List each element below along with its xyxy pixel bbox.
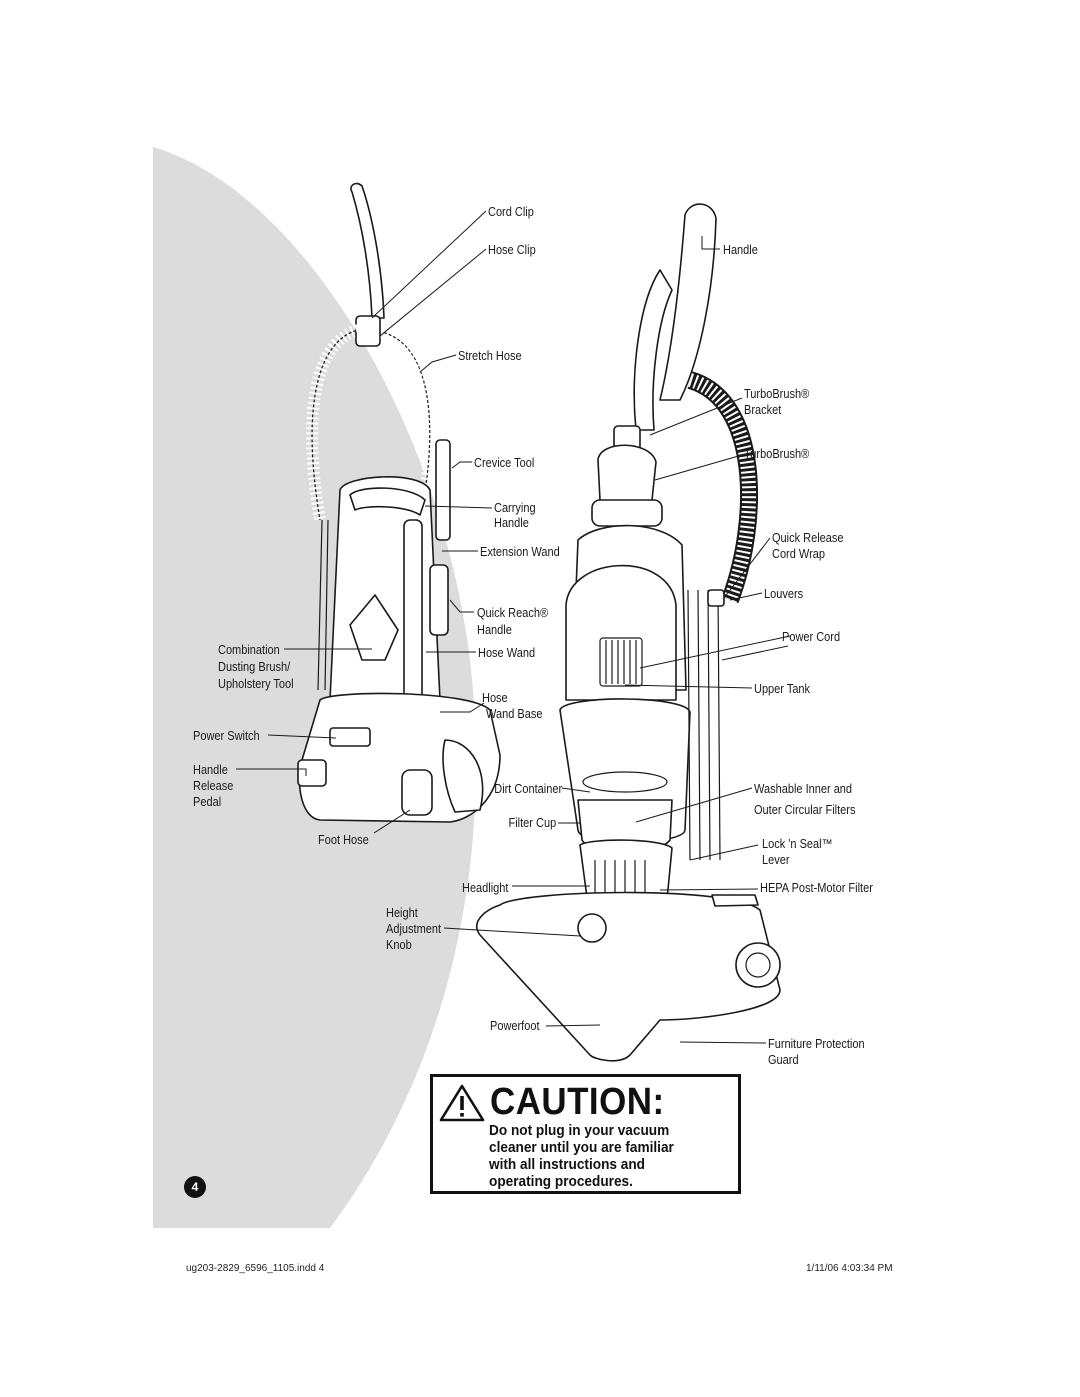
label-height-3: Knob bbox=[386, 938, 412, 952]
label-height-1: Height bbox=[386, 906, 418, 920]
warning-triangle-icon bbox=[439, 1084, 485, 1122]
caution-box: CAUTION: Do not plug in your vacuum clea… bbox=[430, 1074, 741, 1194]
label-turbobrush-bracket-2: Bracket bbox=[744, 403, 782, 417]
footer-filename: ug203-2829_6596_1105.indd 4 bbox=[186, 1263, 325, 1274]
label-turbobrush: TurboBrush® bbox=[744, 447, 810, 461]
leader-lines bbox=[236, 210, 791, 1044]
label-hose-wand-base-1: Hose bbox=[482, 691, 508, 705]
label-combination-2: Dusting Brush/ bbox=[218, 660, 291, 674]
label-combination-1: Combination bbox=[218, 643, 280, 657]
label-powerfoot: Powerfoot bbox=[490, 1019, 540, 1033]
label-louvers: Louvers bbox=[764, 587, 804, 601]
label-hepa: HEPA Post-Motor Filter bbox=[760, 881, 873, 895]
page-number: 4 bbox=[184, 1176, 206, 1198]
label-quick-release-1: Quick Release bbox=[772, 531, 844, 545]
label-hose-clip: Hose Clip bbox=[488, 243, 536, 257]
background-shape bbox=[153, 147, 476, 1228]
label-handle-release-1: Handle bbox=[193, 763, 228, 777]
label-upper-tank: Upper Tank bbox=[754, 682, 811, 696]
label-headlight: Headlight bbox=[462, 881, 509, 895]
label-carrying-handle-1: Carrying bbox=[494, 501, 536, 515]
label-quick-release-2: Cord Wrap bbox=[772, 547, 825, 561]
label-handle-release-3: Pedal bbox=[193, 795, 222, 809]
label-quick-reach-2: Handle bbox=[477, 623, 512, 637]
label-hose-wand: Hose Wand bbox=[478, 646, 536, 660]
label-dirt-container: Dirt Container bbox=[494, 782, 562, 796]
label-hose-wand-base-2: Wand Base bbox=[486, 707, 543, 721]
label-turbobrush-bracket-1: TurboBrush® bbox=[744, 387, 810, 401]
caution-line-3: with all instructions and bbox=[489, 1157, 646, 1173]
label-furniture-2: Guard bbox=[768, 1053, 799, 1067]
label-carrying-handle-2: Handle bbox=[494, 516, 529, 530]
label-combination-3: Upholstery Tool bbox=[218, 677, 294, 691]
rear-view-vacuum bbox=[297, 182, 501, 823]
footer-timestamp: 1/11/06 4:03:34 PM bbox=[806, 1263, 893, 1274]
label-extension-wand: Extension Wand bbox=[480, 545, 560, 559]
caution-text: Do not plug in your vacuum cleaner until… bbox=[489, 1123, 739, 1191]
label-furniture-1: Furniture Protection bbox=[768, 1037, 865, 1051]
label-quick-reach-1: Quick Reach® bbox=[477, 606, 549, 620]
label-power-switch: Power Switch bbox=[193, 729, 260, 743]
label-handle-release-2: Release bbox=[193, 779, 234, 793]
label-lock-n-seal-1: Lock 'n Seal™ bbox=[762, 837, 833, 851]
label-stretch-hose: Stretch Hose bbox=[458, 349, 522, 363]
label-height-2: Adjustment bbox=[386, 922, 442, 936]
label-cord-clip: Cord Clip bbox=[488, 205, 534, 219]
label-washable-1: Washable Inner and bbox=[754, 782, 853, 796]
label-washable-2: Outer Circular Filters bbox=[754, 803, 856, 817]
caution-line-1: Do not plug in your vacuum bbox=[489, 1123, 670, 1139]
caution-line-2: cleaner until you are familiar bbox=[489, 1140, 674, 1156]
label-filter-cup: Filter Cup bbox=[508, 816, 556, 830]
label-power-cord: Power Cord bbox=[782, 630, 841, 644]
caution-line-4: operating procedures. bbox=[489, 1174, 633, 1190]
label-crevice-tool: Crevice Tool bbox=[474, 456, 535, 470]
caution-title: CAUTION: bbox=[490, 1081, 665, 1123]
label-foot-hose: Foot Hose bbox=[318, 833, 369, 847]
label-handle: Handle bbox=[723, 243, 758, 257]
label-lock-n-seal-2: Lever bbox=[762, 853, 790, 867]
